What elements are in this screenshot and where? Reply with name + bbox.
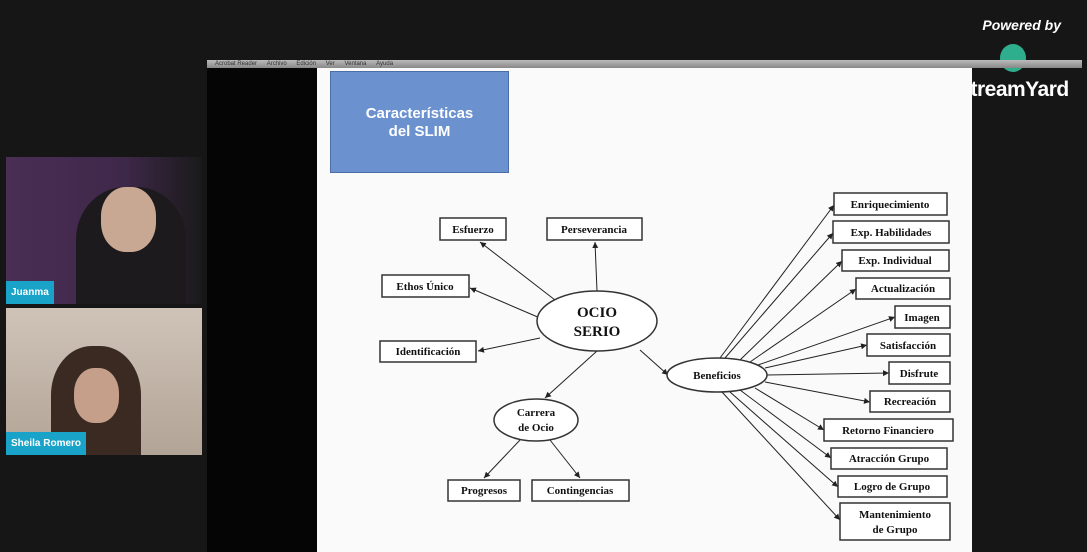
benefit-node: Imagen [904,312,939,324]
center-label: SERIO [574,324,621,340]
benefit-node: Exp. Individual [858,255,931,267]
center-label: OCIO [577,305,617,321]
benefit-node: Mantenimiento [859,509,932,521]
career-label: de Ocio [518,422,554,434]
benefit-node: Logro de Grupo [854,481,931,493]
menu-edicion[interactable]: Edición [296,61,317,67]
menu-bar: Acrobat Reader Archivo Edición Ver Venta… [207,60,1082,68]
menu-ayuda[interactable]: Ayuda [376,61,394,67]
title-line-2: del SLIM [388,123,451,140]
streamyard-logo: StreamYard [957,78,1069,101]
name-tag: Sheila Romero [6,432,87,455]
arrows [469,204,896,521]
menu-archivo[interactable]: Archivo [266,61,287,67]
node-identificacion: Identificación [396,346,461,358]
node-contingencias: Contingencias [547,485,614,497]
benefit-node: Recreación [884,396,936,408]
benefit-node: Disfrute [900,368,939,380]
camera-sheila: Sheila Romero [6,308,202,455]
benefit-node: Atracción Grupo [849,453,930,465]
menu-ventana[interactable]: Ventana [344,61,367,67]
powered-by-label: Powered by [982,17,1061,33]
career-label: Carrera [517,407,556,419]
benefit-node: Exp. Habilidades [851,227,932,239]
face [101,187,156,252]
benefit-node: Retorno Financiero [842,425,934,437]
ocio-serio-node [536,290,658,352]
benefits-label: Beneficios [693,370,741,382]
benefit-node: Enriquecimiento [851,199,930,211]
menu-app[interactable]: Acrobat Reader [215,61,258,67]
camera-juanma: Juanma [6,157,202,304]
benefit-node: de Grupo [873,524,918,536]
node-perseverancia: Perseverancia [561,224,627,236]
title-line-1: Características [365,105,474,122]
name-tag: Juanma [6,281,54,304]
menu-ver[interactable]: Ver [325,61,335,67]
carrera-node [493,398,579,442]
node-progresos: Progresos [461,485,508,497]
node-esfuerzo: Esfuerzo [452,224,494,236]
face [74,368,119,423]
benefit-node: Actualización [871,283,935,295]
benefit-node: Satisfacción [880,340,936,352]
beneficios-node [666,357,768,393]
node-ethos: Ethos Único [396,281,454,293]
